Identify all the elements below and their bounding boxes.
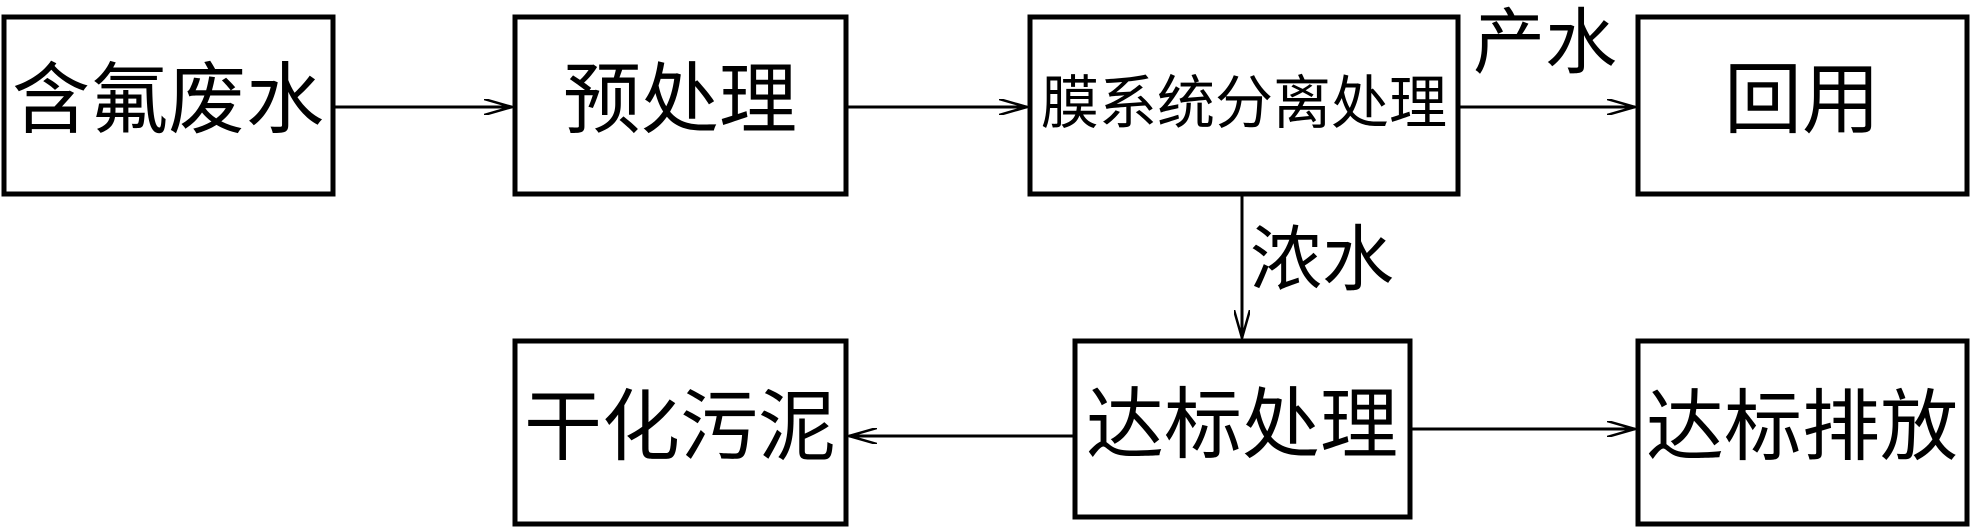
node-label: 膜系统分离处理 bbox=[1041, 69, 1447, 137]
node-pretreatment: 预处理 bbox=[512, 14, 849, 197]
edge-label-concentrate: 浓水 bbox=[1250, 218, 1394, 302]
edge-label-product-water: 产水 bbox=[1473, 1, 1617, 85]
node-standard-discharge: 达标排放 bbox=[1635, 338, 1970, 527]
node-label: 预处理 bbox=[563, 55, 797, 145]
node-standard-treatment: 达标处理 bbox=[1072, 338, 1413, 520]
node-label: 达标排放 bbox=[1646, 382, 1958, 472]
node-membrane-separation: 膜系统分离处理 bbox=[1027, 14, 1461, 197]
node-label: 含氟废水 bbox=[12, 55, 324, 145]
node-reuse: 回用 bbox=[1635, 14, 1970, 197]
node-label: 干化污泥 bbox=[524, 382, 836, 472]
node-dried-sludge: 干化污泥 bbox=[512, 338, 849, 527]
node-label: 达标处理 bbox=[1086, 380, 1398, 470]
node-fluoride-wastewater: 含氟废水 bbox=[1, 14, 336, 197]
node-label: 回用 bbox=[1724, 55, 1880, 145]
